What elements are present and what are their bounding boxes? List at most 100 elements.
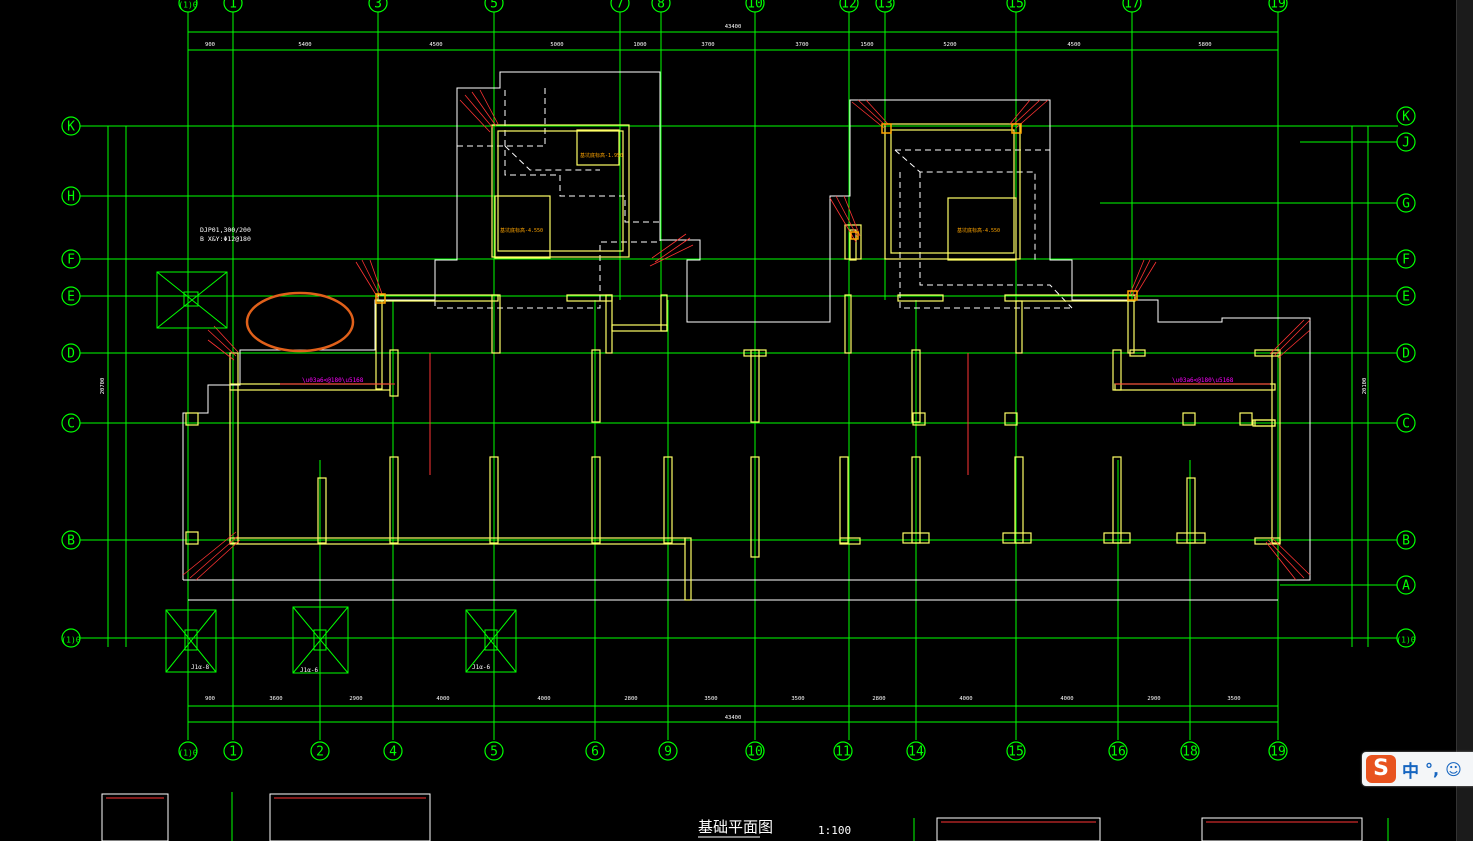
corner-reinforcement-hatch — [182, 89, 1311, 581]
bottom-segment-dimension: 2800 — [872, 696, 885, 702]
bottom-axis-10-bubble — [1006, 741, 1026, 761]
drawing-scale: 1:100 — [818, 824, 851, 837]
bottom-axis-9-label: 14 — [908, 745, 924, 760]
left-axis-2-bubble — [61, 249, 81, 269]
top-segment-dimension: 5800 — [1198, 42, 1211, 48]
ime-language-toggle[interactable]: 中 — [1402, 761, 1419, 782]
left-axis-7-label: (1)0 — [61, 636, 80, 645]
right-axis-1-label: J — [1402, 136, 1410, 151]
right-axis-3-bubble — [1396, 249, 1416, 269]
top-segment-dimension: 3700 — [795, 42, 808, 48]
bottom-segment-dimension: 3500 — [1227, 696, 1240, 702]
top-segment-dimension: 1000 — [633, 42, 646, 48]
corner-columns — [375, 123, 1138, 304]
bottom-axis-12-bubble — [1180, 741, 1200, 761]
building-outline — [182, 71, 1311, 601]
bottom-segment-dimension: 2900 — [349, 696, 362, 702]
bottom-axis-1-label: 1 — [229, 745, 237, 760]
pit-label-left: 基坑底标高-4.550 — [500, 227, 543, 234]
bottom-axis-7-bubble — [745, 741, 765, 761]
top-axis-4-label: 7 — [616, 0, 624, 12]
top-segment-dimension: 4500 — [1067, 42, 1080, 48]
foundation-walls — [185, 123, 1281, 601]
top-axis-3-label: 5 — [490, 0, 498, 12]
left-axis-5-bubble — [61, 413, 81, 433]
top-axis-1-bubble — [223, 0, 243, 13]
top-axis-2-label: 3 — [374, 0, 382, 12]
right-axis-0-bubble — [1396, 106, 1416, 126]
right-axis-4-label: E — [1402, 290, 1410, 305]
top-segment-dimension: 5400 — [298, 42, 311, 48]
right-axis-5-bubble — [1396, 343, 1416, 363]
bottom-axis-2-label: 2 — [316, 745, 324, 760]
ime-emoji-icon[interactable]: ☺ — [1445, 759, 1462, 779]
right-axis-7-label: B — [1402, 534, 1410, 549]
left-axis-0-label: K — [67, 120, 75, 135]
pit-label-top: 基坑底标高-1.950 — [580, 152, 623, 159]
top-segment-dimension: 3700 — [701, 42, 714, 48]
bottom-segment-dimension: 3600 — [269, 696, 282, 702]
left-axis-0-bubble — [61, 116, 81, 136]
left-axis-4-bubble — [61, 343, 81, 363]
top-axis-5-bubble — [651, 0, 671, 13]
bottom-axis-8-bubble — [833, 741, 853, 761]
top-axis-4-bubble — [610, 0, 630, 13]
left-total-dimension: 20700 — [100, 378, 106, 395]
right-axis-8-bubble — [1396, 575, 1416, 595]
right-axis-6-label: C — [1402, 417, 1410, 432]
left-axis-3-bubble — [61, 286, 81, 306]
pit-label-right: 基坑底标高-4.550 — [957, 227, 1000, 234]
right-axis-0-label: K — [1402, 110, 1410, 125]
bottom-axis-2-bubble — [310, 741, 330, 761]
top-segment-dimension: 5000 — [550, 42, 563, 48]
right-axis-7-bubble — [1396, 530, 1416, 550]
right-total-dimension: 20100 — [1362, 378, 1368, 395]
top-axis-7-bubble — [839, 0, 859, 13]
bottom-axis-9-bubble — [906, 741, 926, 761]
top-axis-2-bubble — [368, 0, 388, 13]
left-axis-5-label: C — [67, 417, 75, 432]
bottom-segment-dimension: 2800 — [624, 696, 637, 702]
sogou-logo-icon[interactable]: S — [1366, 755, 1396, 783]
axis-grid — [80, 12, 1398, 740]
top-segment-dimension: 4500 — [429, 42, 442, 48]
vertical-scrollbar[interactable] — [1456, 0, 1473, 841]
bottom-segment-dimension: 4000 — [959, 696, 972, 702]
top-segment-dimension: 5200 — [943, 42, 956, 48]
top-segment-dimension: 1500 — [860, 42, 873, 48]
bottom-axis-6-bubble — [658, 741, 678, 761]
bottom-axis-12-label: 18 — [1182, 745, 1198, 760]
right-axis-3-label: F — [1402, 253, 1410, 268]
top-axis-9-bubble — [1006, 0, 1026, 13]
section-details — [101, 792, 1389, 841]
bottom-segment-dimension: 4000 — [436, 696, 449, 702]
top-axis-10-label: 17 — [1124, 0, 1140, 12]
bottom-segment-dimension: 3500 — [791, 696, 804, 702]
ime-punctuation-toggle[interactable]: °, — [1425, 759, 1440, 779]
right-axis-5-label: D — [1402, 347, 1410, 362]
bottom-axis-5-bubble — [585, 741, 605, 761]
svg-text:\u03a6<@180\u5168: \u03a6<@180\u5168 — [1172, 377, 1234, 384]
top-axis-8-label: 13 — [877, 0, 893, 12]
bottom-axis-10-label: 15 — [1008, 745, 1024, 760]
bottom-segment-dimension: 900 — [205, 696, 215, 702]
top-axis-11-bubble — [1268, 0, 1288, 13]
top-axis-5-label: 8 — [657, 0, 665, 12]
footing-note-1: DJP01,300/200 — [200, 226, 251, 234]
top-axis-0-bubble — [178, 0, 198, 13]
dimension-ticks — [187, 27, 1279, 711]
left-axis-6-label: B — [67, 534, 75, 549]
bottom-axis-7-label: 10 — [747, 745, 763, 760]
top-axis-8-bubble — [875, 0, 895, 13]
right-axis-2-label: G — [1402, 197, 1410, 212]
bottom-axis-11-label: 16 — [1110, 745, 1126, 760]
left-axis-6-bubble — [61, 530, 81, 550]
top-axis-1-label: 1 — [229, 0, 237, 12]
left-axis-2-label: F — [67, 253, 75, 268]
left-axis-7-bubble — [61, 628, 81, 648]
drawing-title: 基础平面图 — [698, 818, 773, 836]
bottom-axis-11-bubble — [1108, 741, 1128, 761]
markup-circle — [245, 291, 355, 353]
ime-toolbar[interactable]: S 中 °, ☺ — [1362, 752, 1473, 786]
